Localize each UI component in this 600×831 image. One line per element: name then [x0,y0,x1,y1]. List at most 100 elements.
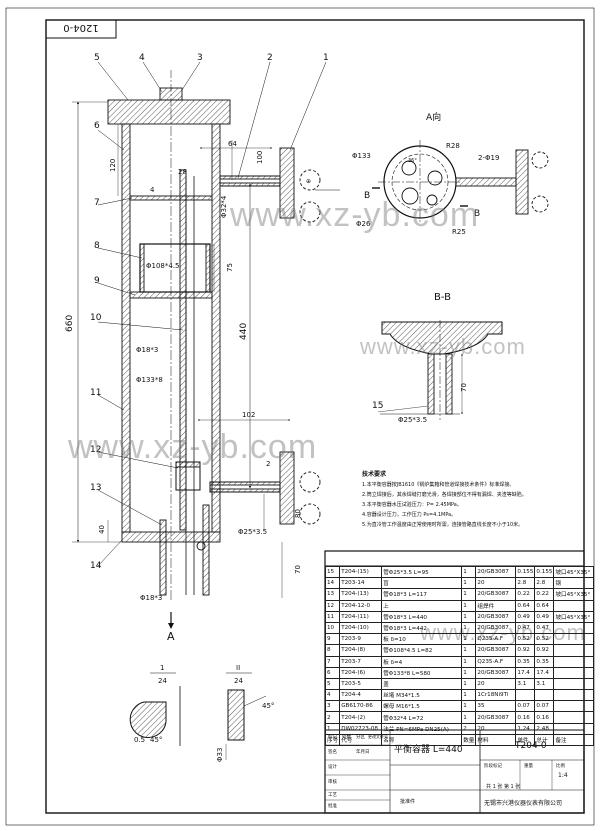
bom-cell-note [553,655,595,668]
bom-cell-w1: 0.22 [515,588,536,601]
bom-cell-note [553,621,595,635]
section-label-b-left: B [364,191,370,201]
product-name: 平衡容器 L=440 [394,745,463,755]
bom-cell-qty: 1 [461,565,477,579]
b-b-section: B-B [377,292,503,420]
tech-note-line: 3.本平衡容器水压试验压力：P= 2.45MPa。 [362,502,462,508]
bom-cell-w1: 17.4 [515,666,536,679]
dim-phi18x3-bottom: Φ18*3 [140,594,162,602]
bom-cell-w2: 0.64 [534,599,555,612]
bom-header-row: 序号 代号 名称 数量 材料 单件 总计 备注 [324,733,595,747]
bom-cell-note [553,711,595,724]
bom-cell-w2: 2.8 [534,577,555,590]
bom-cell-name: 管Φ18*3 L=440 [381,610,463,623]
bom-cell-w2: 0.92 [534,644,555,657]
bom-cell-qty: 1 [461,666,477,679]
balloon-5: 5 [94,53,100,63]
bom-cell-w1: 0.07 [515,700,536,713]
bom-cell-mat: 20 [475,577,517,590]
bom-cell-no: 15 [324,565,341,579]
bom-cell-w1: 0.155 [515,565,536,579]
balloon-2: 2 [267,53,273,63]
bom-header-cell: 备注 [553,733,595,747]
balloon-1: 1 [323,53,329,63]
bom-cell-name: 螺母 M16*1.5 [381,700,463,713]
tech-note-line: 1.本平衡容器按JB1610《锅炉集箱和管道焊接技术条件》标准焊接。 [362,482,515,488]
bom-cell-note [553,666,595,679]
dim-100: 100 [256,151,264,164]
label-process: 工艺 [328,793,337,798]
dim-28: 28 [178,168,187,176]
bom-cell-w1: 0.64 [515,599,536,612]
bom-cell-name: 管Φ108*4.5 L=82 [381,644,463,657]
bom-cell-w1: 0.35 [515,655,536,668]
bom-cell-w2: 0.52 [534,633,555,646]
bom-cell-qty: 1 [461,599,477,612]
dim-120: 120 [109,159,117,172]
bom-cell-qty: 1 [461,655,477,668]
dim-phi18x3: Φ18*3 [136,346,158,354]
bom-header-cell: 材料 [475,733,517,747]
drawing-code-rotated: 1204-0 [63,22,98,33]
bom-cell-mat: 20 [475,722,517,735]
balloon-11: 11 [90,388,101,398]
dim-2-phi19: 2-Φ19 [478,154,499,162]
shell-left-wall [121,123,131,533]
bom-header-cell: 总计 [534,733,555,747]
bom-cell-w1: 0.92 [515,644,536,657]
shell-right-wall [211,123,221,533]
dim-phi32x4: Φ32*4 [220,195,228,218]
drawing-number: T204-0 [515,741,547,751]
bom-cell-qty: 1 [461,633,477,646]
bom-cell-w2: 3.1 [534,677,555,691]
bottom-flange [279,451,295,525]
bom-cell-mat: Q235-A.F [475,633,517,646]
bom-cell-no: 13 [324,588,341,601]
bom-cell-mat: 组焊件 [475,599,517,612]
dim-70: 70 [294,565,302,574]
b-b-label: B-B [434,292,451,303]
bom-cell-code: T204-(2) [339,711,383,724]
bom-cell-name: 管Φ18*3 L=117 [381,588,463,601]
bom-cell-no: 4 [324,689,341,702]
detail-i-scale: 24 [158,677,167,685]
section-arrow-a: A [167,630,175,643]
bom-cell-code: DW02723-08 [339,722,383,735]
dim-phi108: Φ108*4.5 [146,262,180,270]
bom-cell-w2: 0.16 [534,711,555,724]
bom-cell-name: 板 δ=10 [381,633,463,646]
detail-45deg-b: 45° [262,702,274,710]
bom-cell-w1: 0.47 [515,621,536,635]
bom-cell-qty: 1 [461,700,477,713]
dim-102: 102 [242,411,255,419]
bom-cell-qty: 1 [461,610,477,623]
bom-cell-mat: Q235-A.F [475,655,517,668]
bom-cell-no: 11 [324,610,341,623]
approval-label: 批准件 [400,799,416,805]
bom-cell-name: 盲 [381,577,463,590]
section-label-b-right: B [474,209,480,219]
bom-cell-qty: 1 [461,644,477,657]
bom-cell-code: GB6170-86 [339,700,383,713]
balloon-15: 15 [372,401,383,411]
bom-cell-code: T203-5 [339,677,383,691]
bom-cell-note: 坡口45°X35° [553,588,595,601]
bom-cell-note [553,700,595,713]
dim-80: 80 [294,509,302,518]
bom-cell-no: 14 [324,577,341,590]
main-view: ⊕ [72,61,340,629]
bom-cell-qty: 1 [461,588,477,601]
detail-ii-num: II [236,664,240,672]
bom-cell-name: 盖 [381,677,463,691]
scale-value: 1:4 [558,772,568,779]
bom-cell-note: 钢 [553,577,595,590]
label-approve: 批准 [328,804,337,809]
dimension-labels: 660 440 120 64 100 28 75 102 80 40 70 Φ1… [65,140,302,643]
bom-cell-w1 [515,689,536,702]
